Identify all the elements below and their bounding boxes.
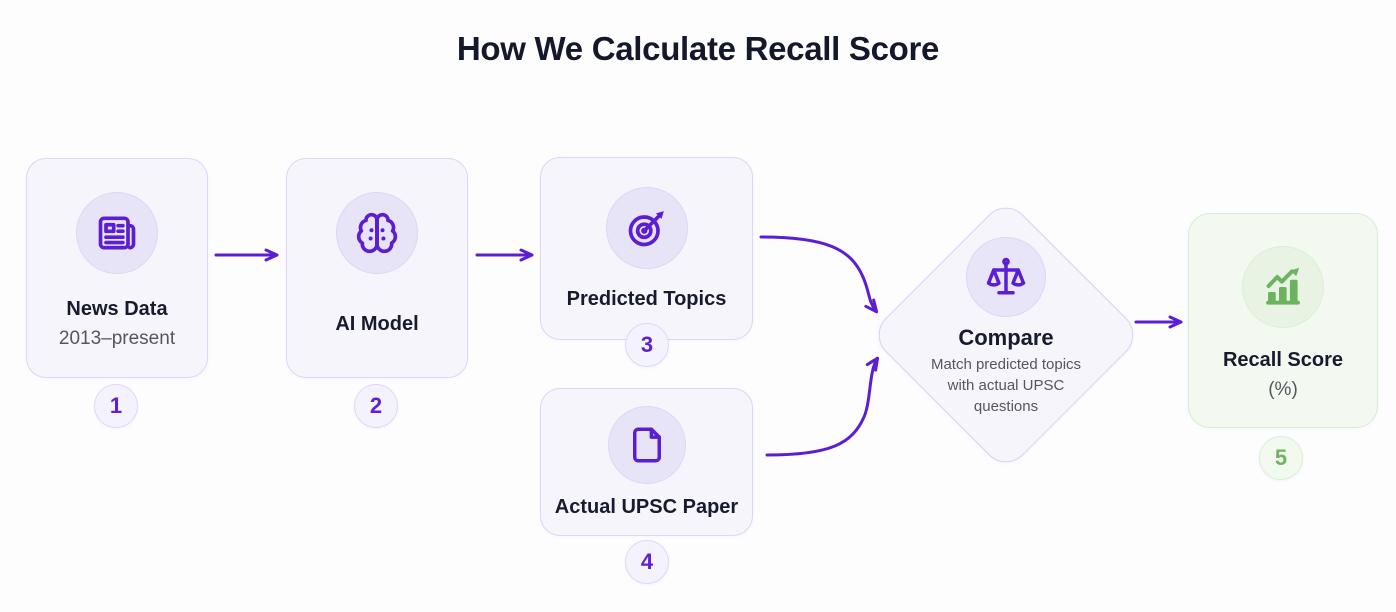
growth-chart-icon	[1266, 267, 1300, 305]
balance-scale-icon	[986, 257, 1026, 295]
icon-circle	[1242, 246, 1324, 328]
step-badge-2: 2	[354, 384, 398, 428]
step-badge-3: 3	[625, 323, 669, 367]
step-label: Predicted Topics	[566, 288, 727, 310]
step-label: AI Model	[335, 313, 419, 335]
step-badge-1: 1	[94, 384, 138, 428]
step-label: Actual UPSC Paper	[554, 496, 739, 518]
document-icon	[632, 427, 661, 463]
step-label: News Data	[66, 298, 168, 320]
card-predicted-topics: Predicted Topics	[540, 157, 753, 340]
page-title: How We Calculate Recall Score	[456, 30, 940, 67]
card-news-data: News Data 2013–present	[26, 158, 208, 378]
compare-content: Compare Match predicted topics with actu…	[906, 237, 1106, 417]
icon-circle	[76, 192, 158, 274]
brain-icon	[356, 212, 398, 254]
card-recall-score: Recall Score (%)	[1188, 213, 1378, 428]
card-actual-upsc-paper: Actual UPSC Paper	[540, 388, 753, 536]
step-label: Recall Score	[1222, 349, 1344, 371]
arrow-paper-to-compare	[765, 356, 880, 457]
target-dart-icon	[628, 211, 664, 247]
arrow-topics-to-compare	[759, 235, 879, 314]
step-badge-5: 5	[1259, 436, 1303, 480]
icon-circle	[605, 187, 688, 269]
step-sublabel: Match predicted topics with actual UPSC …	[930, 356, 1082, 415]
step-badge-4: 4	[625, 540, 669, 584]
icon-circle	[607, 406, 686, 484]
step-label: Compare	[958, 325, 1054, 350]
step-sublabel: (%)	[1268, 379, 1298, 400]
step-sublabel: 2013–present	[58, 328, 176, 349]
card-ai-model: AI Model	[286, 158, 468, 378]
icon-circle	[336, 192, 418, 274]
icon-circle	[966, 237, 1046, 317]
newspaper-icon	[98, 216, 136, 250]
